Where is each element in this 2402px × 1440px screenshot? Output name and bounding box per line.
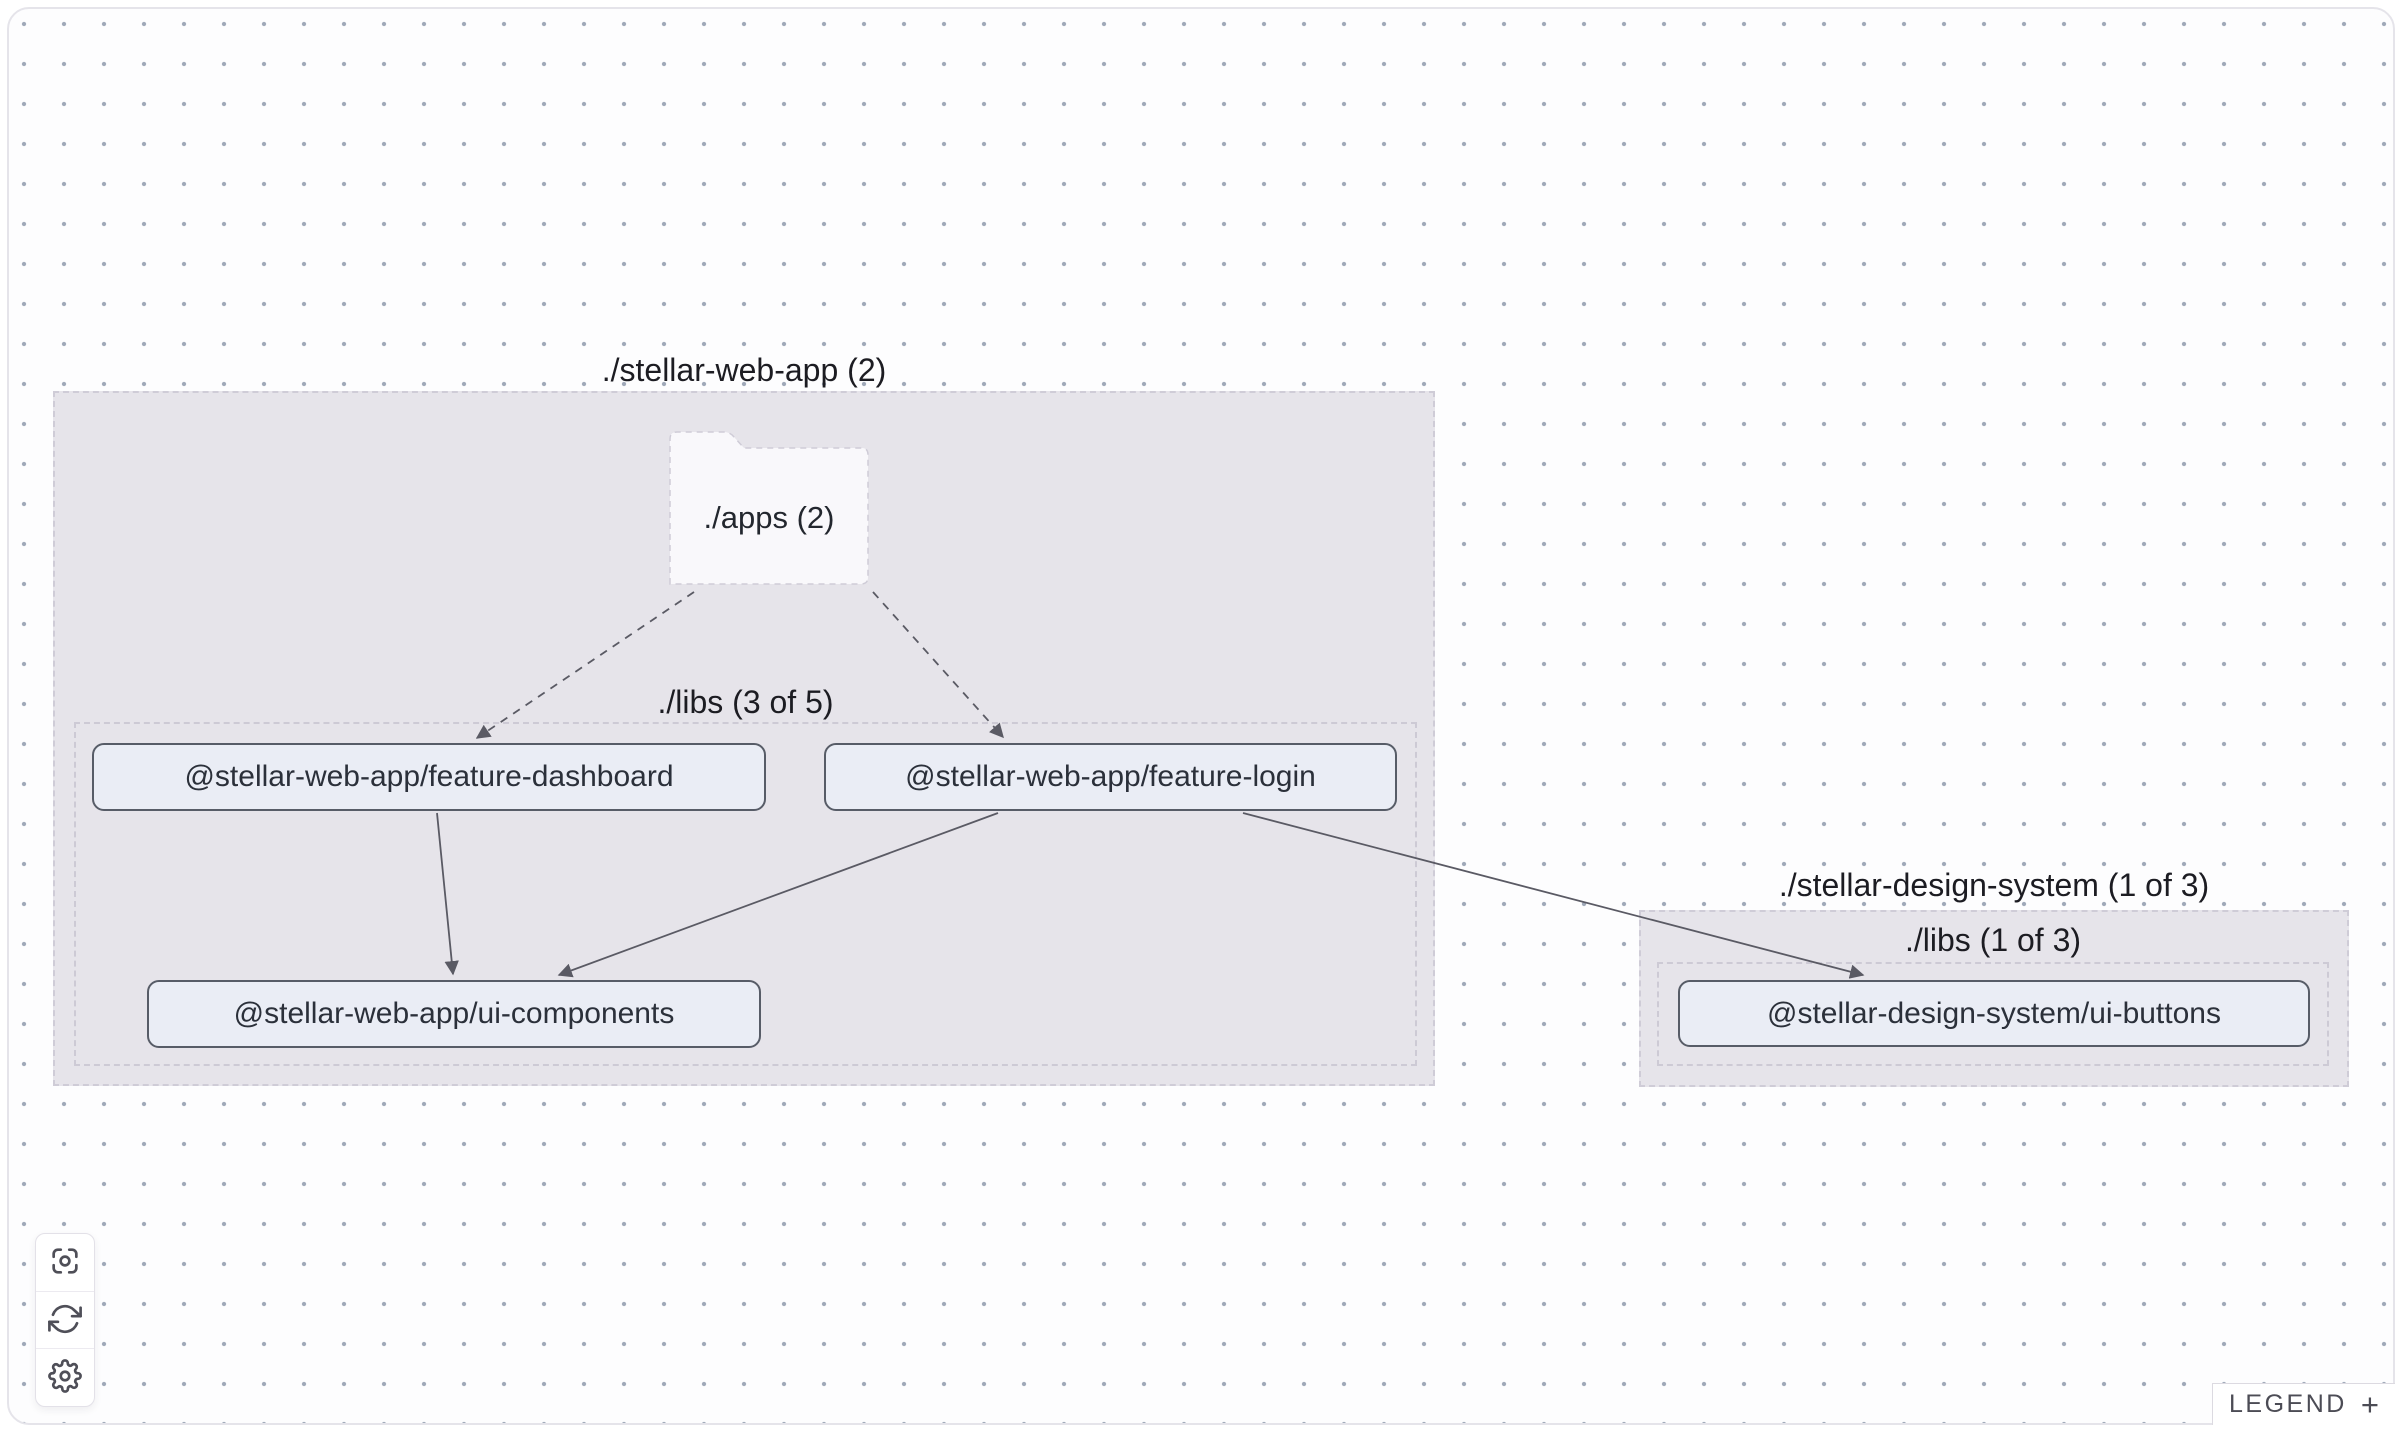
edge-feature-dashboard-to-ui-components[interactable] [436, 812, 459, 976]
project-node-label: @stellar-design-system/ui-buttons [1767, 996, 2221, 1030]
project-node-label: @stellar-web-app/feature-dashboard [184, 760, 674, 793]
project-node-feature-login[interactable]: @stellar-web-app/feature-login [824, 743, 1397, 811]
fit-view-icon [48, 1244, 82, 1281]
project-node-ui-components[interactable]: @stellar-web-app/ui-components [147, 980, 761, 1048]
project-node-ui-buttons[interactable]: @stellar-design-system/ui-buttons [1678, 980, 2310, 1047]
folder-node-apps[interactable]: ./apps (2) [666, 427, 872, 590]
edge-apps-to-feature-dashboard[interactable] [475, 591, 695, 739]
project-node-feature-dashboard[interactable]: @stellar-web-app/feature-dashboard [92, 743, 766, 811]
subgroup-label-libs-web-app: ./libs (3 of 5) [657, 684, 834, 720]
settings-button[interactable] [36, 1348, 94, 1406]
edge-feature-login-to-ui-components[interactable] [557, 812, 999, 978]
settings-gear-icon [48, 1359, 82, 1396]
legend-label: LEGEND [2229, 1390, 2347, 1418]
project-node-label: @stellar-web-app/ui-components [233, 997, 675, 1030]
project-node-label: @stellar-web-app/feature-login [905, 760, 1316, 793]
folder-node-label: ./apps (2) [703, 499, 835, 535]
group-label-stellar-web-app: ./stellar-web-app (2) [601, 352, 887, 388]
refresh-icon [48, 1302, 82, 1339]
fit-view-button[interactable] [36, 1234, 94, 1291]
edge-feature-login-to-ui-buttons[interactable] [1242, 812, 1865, 979]
subgroup-label-libs-design-system: ./libs (1 of 3) [1904, 922, 2082, 958]
edge-apps-to-feature-login[interactable] [872, 591, 1004, 739]
subgroup-libs-web-app [74, 722, 1417, 1066]
graph-control-rail [35, 1233, 95, 1407]
subgroup-libs-design-system [1657, 962, 2329, 1066]
refresh-button[interactable] [36, 1290, 94, 1349]
legend-expand-plus-icon: + [2360, 1387, 2379, 1422]
legend-toggle[interactable]: LEGEND + [2212, 1383, 2395, 1425]
group-label-stellar-design-system: ./stellar-design-system (1 of 3) [1778, 867, 2210, 903]
